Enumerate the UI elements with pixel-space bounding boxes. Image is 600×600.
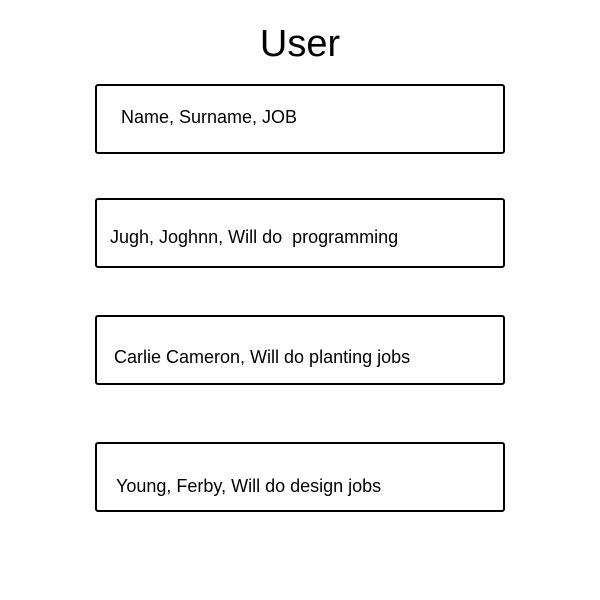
page-title: User [259, 23, 341, 65]
user-card-label: Carlie Cameron, Will do planting jobs [114, 347, 411, 367]
user-card-label: Young, Ferby, Will do design jobs [116, 476, 382, 496]
user-card[interactable]: Young, Ferby, Will do design jobs [95, 442, 505, 512]
user-header-card[interactable]: Name, Surname, JOB [95, 84, 505, 154]
user-card[interactable]: Jugh, Joghnn, Will do programming [95, 198, 505, 268]
user-card-label: Name, Surname, JOB [121, 107, 298, 127]
user-card[interactable]: Carlie Cameron, Will do planting jobs [95, 315, 505, 385]
user-card-label: Jugh, Joghnn, Will do programming [110, 227, 399, 247]
